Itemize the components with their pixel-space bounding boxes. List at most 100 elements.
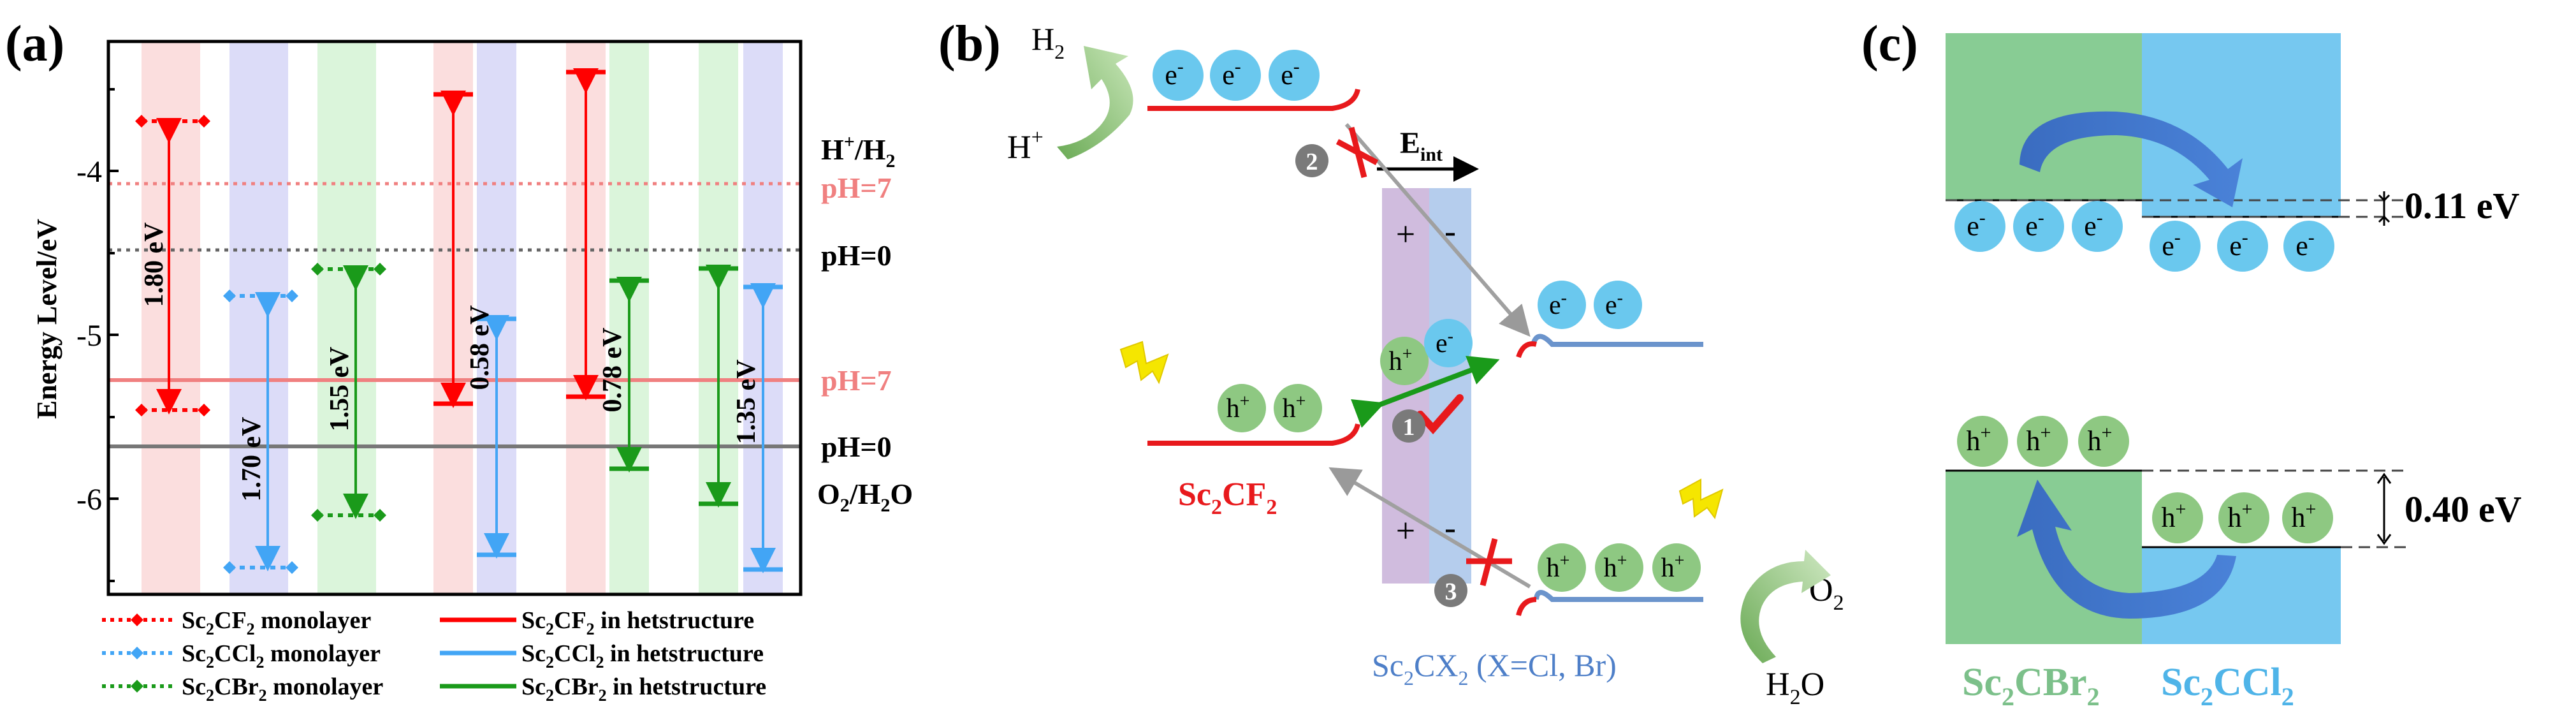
svg-text:e-: e- bbox=[2296, 227, 2315, 261]
panel-b-label: (b) bbox=[938, 16, 1001, 72]
hole: h+ bbox=[1274, 384, 1322, 432]
y-tick-label: -4 bbox=[76, 155, 102, 189]
svg-text:Sc2CCl2 in hetstructure: Sc2CCl2 in hetstructure bbox=[521, 640, 764, 672]
svg-text:Sc2CF2 monolayer: Sc2CF2 monolayer bbox=[182, 607, 371, 638]
cx2-vb-edge bbox=[1534, 590, 1703, 602]
legend-item-ccl2-het: Sc2CCl2 in hetstructure bbox=[440, 640, 764, 672]
cbr2-hetero-1 bbox=[609, 277, 649, 473]
panel-a: (a) -4 -5 bbox=[5, 16, 913, 705]
hole-transfer-arrow bbox=[2017, 480, 2236, 619]
legend: Sc2CF2 monolayer Sc2CCl2 monolayer Sc2CB… bbox=[102, 607, 766, 705]
svg-text:h+: h+ bbox=[2027, 422, 2051, 457]
sc2cbr2-name: Sc2CBr2 bbox=[1962, 661, 2100, 711]
y-ticks bbox=[108, 88, 119, 582]
eint-label: Eint bbox=[1400, 126, 1443, 165]
electron: e- bbox=[1538, 281, 1586, 329]
light-icon bbox=[1678, 478, 1724, 520]
o2-evolution-arrow bbox=[1740, 550, 1831, 663]
electron: e- bbox=[2013, 201, 2064, 252]
svg-text:h+: h+ bbox=[1546, 551, 1570, 583]
svg-text:h+: h+ bbox=[1283, 392, 1306, 423]
svg-text:h+: h+ bbox=[1226, 392, 1250, 423]
svg-text:e-: e- bbox=[1281, 56, 1300, 91]
svg-text:2: 2 bbox=[1306, 149, 1318, 175]
electron: e- bbox=[2072, 201, 2123, 252]
svg-text:h+: h+ bbox=[1967, 422, 1991, 457]
gap-label: 1.80 eV bbox=[140, 223, 169, 307]
hole: h+ bbox=[1957, 416, 2008, 467]
offset-top-label: 0.11 eV bbox=[2405, 185, 2520, 226]
panel-a-label: (a) bbox=[5, 16, 64, 72]
hole: h+ bbox=[2282, 492, 2333, 543]
electron: e- bbox=[1594, 281, 1642, 329]
band-columns bbox=[142, 41, 783, 594]
hole: h+ bbox=[1595, 543, 1643, 592]
marker-1: 1 bbox=[1392, 409, 1425, 443]
svg-text:h+: h+ bbox=[1661, 551, 1685, 583]
check-mark bbox=[1416, 394, 1464, 435]
gap-label: 1.55 eV bbox=[325, 347, 354, 432]
svg-text:3: 3 bbox=[1445, 578, 1457, 605]
gap-label: 0.58 eV bbox=[465, 305, 495, 390]
ccl2-cb-box bbox=[2142, 33, 2341, 217]
electron: e- bbox=[2283, 221, 2334, 272]
svg-text:e-: e- bbox=[2025, 207, 2044, 242]
gap-label: 1.70 eV bbox=[237, 417, 266, 502]
sc2ccl2-name: Sc2CCl2 bbox=[2161, 661, 2294, 711]
cf2-monolayer bbox=[135, 115, 210, 416]
hole: h+ bbox=[2078, 416, 2129, 467]
svg-text:Sc2CF2 in hetstructure: Sc2CF2 in hetstructure bbox=[521, 607, 754, 638]
electron: e- bbox=[2150, 221, 2201, 272]
electron: e- bbox=[1153, 50, 1204, 101]
hole: h+ bbox=[1538, 543, 1586, 592]
svg-text:h+: h+ bbox=[2228, 499, 2253, 533]
electron-transfer-arrow bbox=[2019, 111, 2243, 207]
legend-item-ccl2-mono: Sc2CCl2 monolayer bbox=[102, 640, 381, 672]
hole: h+ bbox=[2152, 492, 2203, 543]
hplus-label: H+ bbox=[1007, 126, 1044, 166]
y-tick-label: -5 bbox=[76, 319, 102, 353]
ph7-label-top: pH=7 bbox=[821, 172, 892, 204]
o2-h2o-label: O2/H2O bbox=[817, 478, 913, 516]
hole: h+ bbox=[2017, 416, 2068, 467]
ccl2-hetero-2 bbox=[743, 283, 783, 573]
svg-text:e-: e- bbox=[1165, 56, 1184, 91]
gap-label: 1.35 eV bbox=[732, 360, 761, 444]
h2o-label: H2O bbox=[1766, 666, 1824, 709]
svg-text:e-: e- bbox=[1605, 288, 1623, 320]
hole: h+ bbox=[1652, 543, 1701, 592]
svg-text:h+: h+ bbox=[2162, 499, 2187, 533]
ph7-label-bottom: pH=7 bbox=[821, 364, 892, 397]
svg-text:h+: h+ bbox=[2088, 422, 2113, 457]
marker-2: 2 bbox=[1295, 144, 1328, 177]
block-cross bbox=[1335, 126, 1379, 179]
cbr2-monolayer bbox=[311, 263, 386, 522]
light-icon bbox=[1119, 341, 1169, 385]
gap-label: 0.78 eV bbox=[598, 328, 627, 413]
svg-text:e-: e- bbox=[2084, 207, 2103, 242]
h2-evolution-arrow bbox=[1057, 46, 1133, 159]
cx2-vb-red bbox=[1516, 597, 1537, 617]
recombination-arrow bbox=[1351, 356, 1500, 428]
svg-text:e-: e- bbox=[2229, 227, 2248, 261]
cf2-hetero-2 bbox=[566, 68, 606, 400]
ccl2-monolayer bbox=[223, 290, 298, 574]
legend-item-cbr2-mono: Sc2CBr2 monolayer bbox=[102, 673, 383, 705]
marker-3: 3 bbox=[1434, 574, 1467, 607]
transfer-arrow-3 bbox=[1328, 467, 1531, 589]
cbr2-hetero-2 bbox=[699, 265, 738, 508]
legend-item-cbr2-het: Sc2CBr2 in hetstructure bbox=[440, 673, 766, 705]
hole: h+ bbox=[2218, 492, 2269, 543]
ccl2-hetero-1 bbox=[477, 315, 516, 559]
hole: h+ bbox=[1218, 384, 1266, 432]
plot-frame bbox=[106, 40, 803, 596]
svg-text:e-: e- bbox=[2162, 227, 2181, 261]
electron: e- bbox=[2217, 221, 2268, 272]
ph0-label-bottom: pH=0 bbox=[821, 430, 892, 463]
svg-text:Sc2CBr2 in hetstructure: Sc2CBr2 in hetstructure bbox=[521, 673, 766, 705]
electron: e- bbox=[1269, 50, 1320, 101]
svg-text:h+: h+ bbox=[2292, 499, 2317, 533]
ph0-label-top: pH=0 bbox=[821, 239, 892, 272]
svg-text:e-: e- bbox=[1549, 288, 1567, 320]
